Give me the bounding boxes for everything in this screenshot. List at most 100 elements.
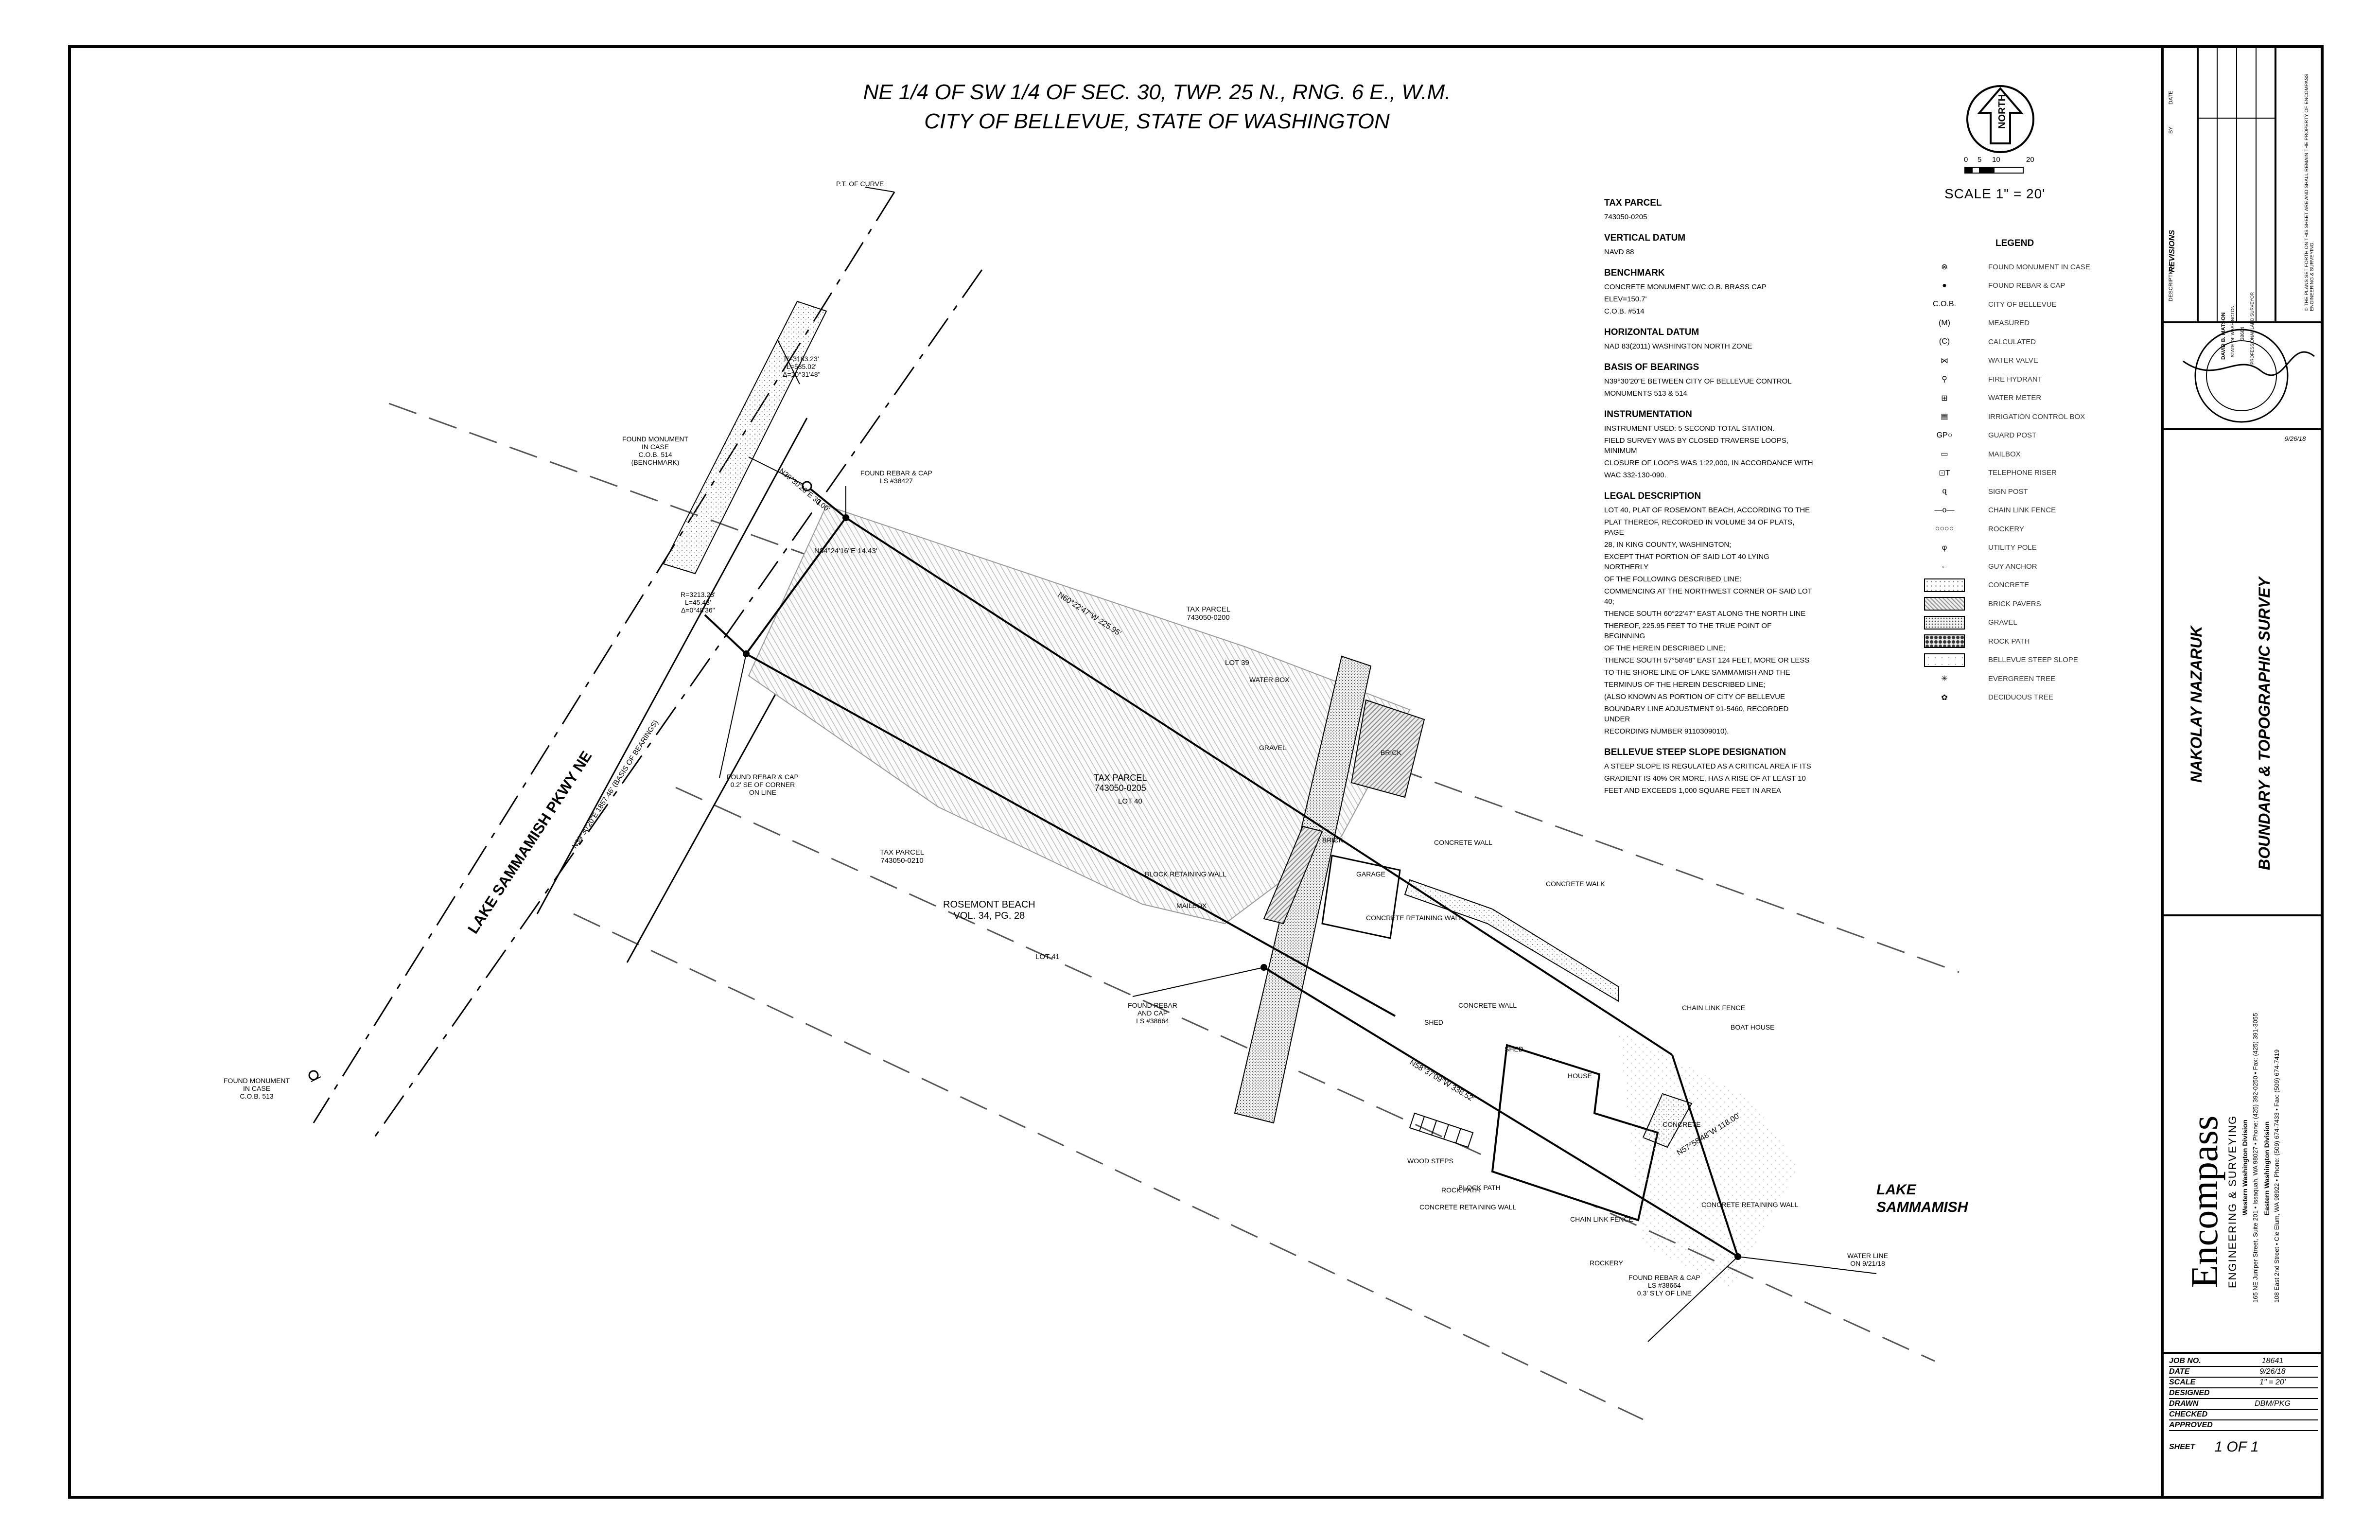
water-valve-icon: ⋈: [1941, 356, 1948, 365]
north-arrow-icon: NORTH: [1966, 85, 2034, 153]
note-heading: BASIS OF BEARINGS: [1604, 362, 1699, 372]
note-line: NAVD 88: [1604, 248, 1634, 256]
garage-label: GARAGE: [1356, 870, 1385, 878]
tb-row-value: DBM/PKG: [2255, 1400, 2291, 1408]
fence-1-label: CHAIN LINK FENCE: [1682, 1004, 1745, 1012]
tb-row-key: DRAWN: [2169, 1400, 2199, 1408]
note-line: TERMINUS OF THE HEREIN DESCRIBED LINE;: [1604, 681, 1766, 689]
note-line: LOT 40, PLAT OF ROSEMONT BEACH, ACCORDIN…: [1604, 506, 1810, 514]
seal-name: DAVID B. MATSON: [2221, 312, 2226, 360]
fence-icon: —o—: [1934, 506, 1955, 514]
rebar-38664-a-line: FOUND REBAR: [1128, 1001, 1177, 1009]
legend-label: ROCK PATH: [1988, 637, 2030, 646]
shed-1-label: SHED: [1424, 1018, 1443, 1026]
irrigation-box-icon: ▤: [1941, 413, 1948, 421]
title-block-row: JOB NO.18641: [2169, 1356, 2318, 1367]
note-line: (ALSO KNOWN AS PORTION OF CITY OF BELLEV…: [1604, 693, 1785, 701]
note-heading: HORIZONTAL DATUM: [1604, 327, 1699, 337]
legend-item: —o— CHAIN LINK FENCE: [1910, 501, 2129, 520]
rebar-corner-line: ON LINE: [749, 788, 776, 797]
legend-item: ✿DECIDUOUS TREE: [1910, 688, 2129, 707]
legend-label: FOUND MONUMENT IN CASE: [1988, 262, 2090, 271]
legend-item: ← GUY ANCHOR: [1910, 557, 2129, 576]
rebar-38664-a-line: LS #38664: [1136, 1017, 1169, 1025]
conc-swatch-icon: [1910, 578, 1978, 592]
legend-abbrev: (M): [1939, 318, 1950, 327]
legend-item: CONCRETE: [1910, 576, 2129, 595]
legend-label: CHAIN LINK FENCE: [1988, 506, 2056, 515]
tax-parcel-0205-line: TAX PARCEL: [1094, 773, 1147, 783]
note-line: A STEEP SLOPE IS REGULATED AS A CRITICAL…: [1604, 762, 1811, 770]
surveyor-seal: [2183, 329, 2315, 423]
legend-item: ○○○○ROCKERY: [1910, 520, 2129, 539]
lot-40: LOT 40: [1118, 797, 1142, 805]
curve-data-2-line: R=3213.23': [681, 591, 716, 598]
address-western: 165 NE Juniper Street, Suite 201 • Issaq…: [2252, 1013, 2259, 1303]
client-name: NAKOLAY NAZARUK: [2188, 626, 2205, 783]
north-label: NORTH: [1997, 94, 2008, 129]
block-wall-label: BLOCK RETAINING WALL: [1145, 870, 1227, 878]
sheet-value: 1 OF 1: [2214, 1439, 2259, 1455]
brick-1-label: BRICK: [1381, 749, 1401, 756]
water-line-line: ON 9/21/18: [1850, 1260, 1885, 1268]
monument-icon: ⊗: [1941, 263, 1948, 272]
project-title: BOUNDARY & TOPOGRAPHIC SURVEY: [2256, 577, 2273, 870]
tb-row-key: DATE: [2169, 1367, 2190, 1376]
note-line: CLOSURE OF LOOPS WAS 1:22,000, IN ACCORD…: [1604, 459, 1813, 467]
sign-post-icon: ɋ: [1942, 487, 1947, 496]
legend-label: MEASURED: [1988, 319, 2030, 328]
title-block-divider: [2161, 45, 2164, 1499]
legend-label: FIRE HYDRANT: [1988, 375, 2042, 384]
shed-2-label: SHED: [1505, 1045, 1523, 1053]
legend-label: SIGN POST: [1988, 487, 2028, 496]
guy-anchor-icon: ←: [1941, 562, 1948, 571]
found-monument-513-line: IN CASE: [243, 1085, 271, 1093]
legend-item: ▭MAILBOX: [1910, 445, 2129, 464]
legend-item: GRAVEL: [1910, 613, 2129, 632]
curve-data-1: R=3183.23'L=585.02'Δ=10°31'48": [783, 355, 821, 378]
note-line: FEET AND EXCEEDS 1,000 SQUARE FEET IN AR…: [1604, 787, 1781, 795]
concrete-1-label: CONCRETE: [1662, 1120, 1701, 1128]
legend-label: GUY ANCHOR: [1988, 562, 2037, 571]
legend-item: ✳EVERGREEN TREE: [1910, 669, 2129, 688]
found-monument-514-line: IN CASE: [642, 443, 669, 451]
tax-parcel-0210-line: TAX PARCEL: [880, 848, 925, 857]
gravel-swatch-icon: [1910, 615, 1978, 630]
drawing-border: [68, 45, 2324, 1499]
note-line: C.O.B. #514: [1604, 307, 1645, 315]
rebar-corner-line: 0.2' SE OF CORNER: [730, 781, 795, 789]
legend: LEGEND ⊗FOUND MONUMENT IN CASE●FOUND REB…: [1910, 238, 2129, 707]
legend-label: BRICK PAVERS: [1988, 599, 2041, 608]
brick-swatch-icon: [1910, 597, 1978, 611]
rock-swatch-icon: [1910, 634, 1978, 648]
note-line: PLAT THEREOF, RECORDED IN VOLUME 34 OF P…: [1604, 518, 1795, 537]
rock-path-label: ROCK PATH: [1441, 1186, 1480, 1194]
legend-label: DECIDUOUS TREE: [1988, 693, 2053, 702]
concrete-wall-1-label: CONCRETE WALL: [1434, 839, 1493, 846]
scale-tick: 5: [1978, 156, 1982, 164]
rebar-38427-line: LS #38427: [880, 477, 913, 485]
lake-label: LAKE SAMMAMISH: [1876, 1181, 1968, 1216]
title-block-grid: [2164, 45, 2324, 1354]
division-eastern: Eastern Washington Division: [2263, 1121, 2271, 1215]
tax-parcel-0200-line: TAX PARCEL: [1186, 605, 1231, 613]
seal-date: 9/26/18: [2285, 435, 2306, 442]
rev-col-by: BY: [2168, 126, 2174, 134]
found-monument-514-line: C.O.B. 514: [638, 451, 672, 459]
legend-label: UTILITY POLE: [1988, 543, 2037, 552]
legend-label: MAILBOX: [1988, 450, 2021, 458]
note-heading: INSTRUMENTATION: [1604, 409, 1692, 420]
curve-data-2-line: L=45.43': [684, 598, 711, 607]
utility-pole-icon: φ: [1942, 543, 1947, 552]
sheet-label: SHEET: [2169, 1443, 2195, 1451]
note-line: TO THE SHORE LINE OF LAKE SAMMAMISH AND …: [1604, 668, 1790, 677]
rebar-corner-line: FOUND REBAR & CAP: [727, 773, 799, 781]
tax-parcel-0210-line: 743050-0210: [880, 857, 924, 865]
legend-item: (C)CALCULATED: [1910, 332, 2129, 351]
